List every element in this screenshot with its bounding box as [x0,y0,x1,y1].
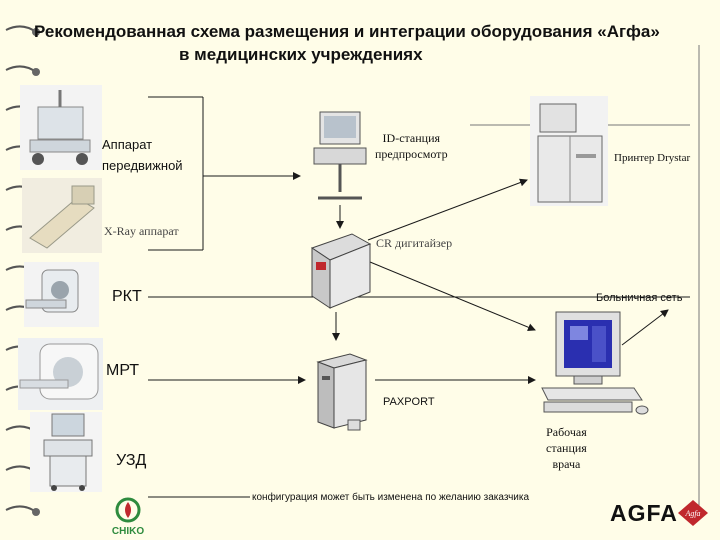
printer-drystar-image [530,96,608,206]
xray-label: X-Ray аппарат [104,224,179,238]
paxport-server-image [316,353,368,431]
id-station-line2: предпросмотр [375,147,448,161]
agfa-logo: AGFA [610,500,678,527]
title-line-1: Рекомендованная схема размещения и интег… [34,22,660,41]
title-line-2: в медицинских учреждениях [179,45,423,64]
svg-text:CHIKO: CHIKO [112,526,144,537]
agfa-logo-text: AGFA [610,500,678,526]
workstation-label: Рабочая станция врача [546,424,587,472]
workstation-line1: Рабочая [546,425,587,439]
mobile-xray-label: Аппарат передвижной [102,134,183,176]
paxport-label: PAXPORT [383,396,435,408]
id-station-line1: ID-станция [382,131,441,145]
printer-label: Принтер Drystar [614,152,691,164]
id-station-image [313,111,367,200]
chiko-logo: CHIKO [112,497,144,537]
workstation-line3: врача [552,457,581,471]
hospital-network-label: Больничная сеть [596,292,683,304]
rkt-label: РКТ [112,288,142,305]
uzd-label: УЗД [116,452,147,469]
mobile-label-line2: передвижной [102,158,183,173]
workstation-image [541,311,649,415]
mobile-label-line1: Аппарат [102,137,153,152]
workstation-line2: станция [546,441,587,455]
page-title: Рекомендованная схема размещения и интег… [34,20,714,66]
agfa-rhombus-icon: Agfa [678,500,708,526]
mrt-label: МРТ [106,362,140,379]
config-note: конфигурация может быть изменена по жела… [252,492,530,503]
svg-text:Agfa: Agfa [684,509,700,518]
cr-digitizer-image [310,233,372,309]
xray-apparatus-image [22,178,102,253]
ct-scanner-image [24,262,99,327]
mri-scanner-image [18,338,103,410]
mobile-xray-image [20,85,102,170]
cr-digitizer-label: CR дигитайзер [376,236,453,250]
ultrasound-image [30,412,102,492]
id-station-label: ID-станция предпросмотр [375,130,448,162]
